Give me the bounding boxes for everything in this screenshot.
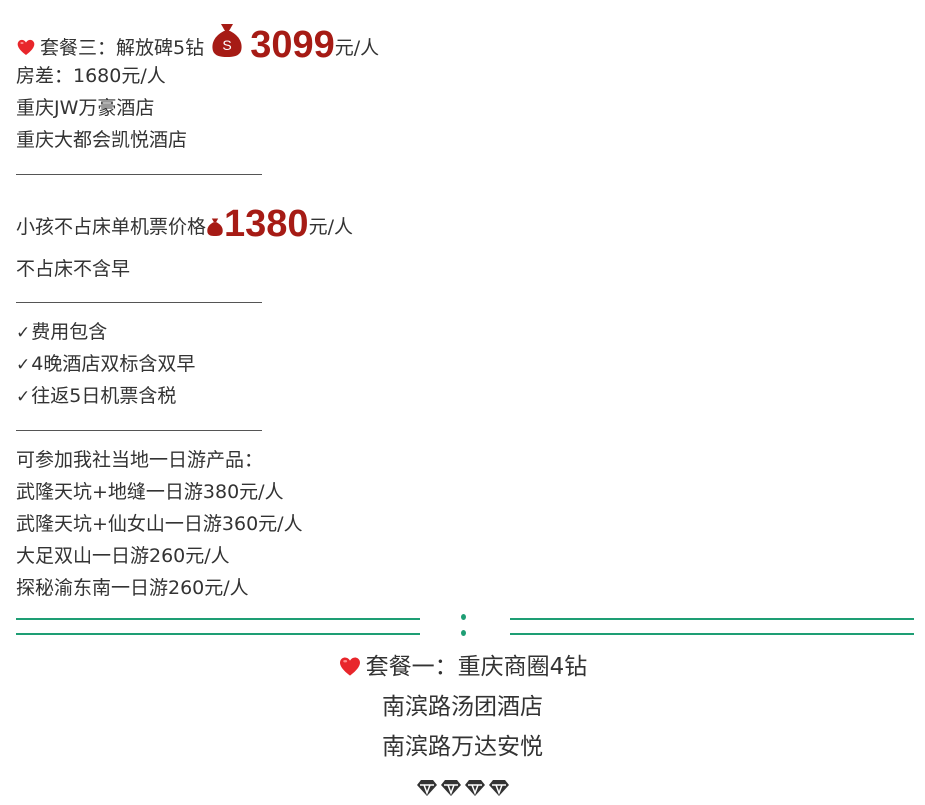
diamond-icon <box>488 779 509 796</box>
divider-dot <box>461 630 466 636</box>
hotel-item: 重庆大都会凯悦酒店 <box>16 129 188 151</box>
diamond-icon <box>416 779 437 796</box>
check-icon: ✓ <box>16 323 31 343</box>
day-tour-item: 武隆天坑+地缝一日游380元/人 <box>16 481 284 503</box>
package3-title: 套餐三：解放碑5钻 <box>40 37 205 59</box>
money-bag-icon <box>207 218 223 236</box>
divider-line <box>510 633 914 635</box>
day-tour-item: 大足双山一日游260元/人 <box>16 545 230 567</box>
package3-price: 3099 <box>250 24 335 66</box>
child-price-unit: 元/人 <box>308 216 353 238</box>
package1-hotel: 南滨路万达安悦 <box>382 734 543 760</box>
divider-line <box>16 633 420 635</box>
hotel-item: 重庆JW万豪酒店 <box>16 97 155 119</box>
child-price: 1380 <box>224 203 309 245</box>
child-note: 不占床不含早 <box>16 258 131 280</box>
text-separator <box>16 302 262 303</box>
include-item: ✓费用包含 <box>16 321 108 343</box>
text-separator <box>16 174 262 175</box>
divider-dot <box>461 614 466 620</box>
day-tour-item: 武隆天坑+仙女山一日游360元/人 <box>16 513 303 535</box>
package1-header: 套餐一：重庆商圈4钻 <box>0 652 925 682</box>
include-item: ✓往返5日机票含税 <box>16 385 177 407</box>
diamond-rating <box>0 772 925 802</box>
divider-line <box>510 618 914 620</box>
package3-unit: 元/人 <box>334 37 380 59</box>
room-difference: 房差：1680元/人 <box>16 65 166 87</box>
day-tours-heading: 可参加我社当地一日游产品： <box>16 449 264 471</box>
package3-header: 套餐三：解放碑5钻 S 3099元/人 <box>16 22 380 64</box>
child-price-row: 小孩不占床单机票价格 1380元/人 <box>16 205 353 243</box>
text-separator <box>16 430 262 431</box>
check-icon: ✓ <box>16 387 31 407</box>
money-bag-icon: S <box>212 24 242 57</box>
heart-icon <box>17 39 35 55</box>
heart-icon <box>339 657 360 676</box>
divider-line <box>16 618 420 620</box>
diamond-icon <box>464 779 485 796</box>
include-item: ✓4晚酒店双标含双早 <box>16 353 196 375</box>
svg-text:S: S <box>222 37 231 53</box>
check-icon: ✓ <box>16 355 31 375</box>
package1-title: 套餐一：重庆商圈4钻 <box>365 654 588 680</box>
package1-hotel: 南滨路汤团酒店 <box>382 694 543 720</box>
child-price-label: 小孩不占床单机票价格 <box>16 216 207 238</box>
day-tour-item: 探秘渝东南一日游260元/人 <box>16 577 249 599</box>
diamond-icon <box>440 779 461 796</box>
